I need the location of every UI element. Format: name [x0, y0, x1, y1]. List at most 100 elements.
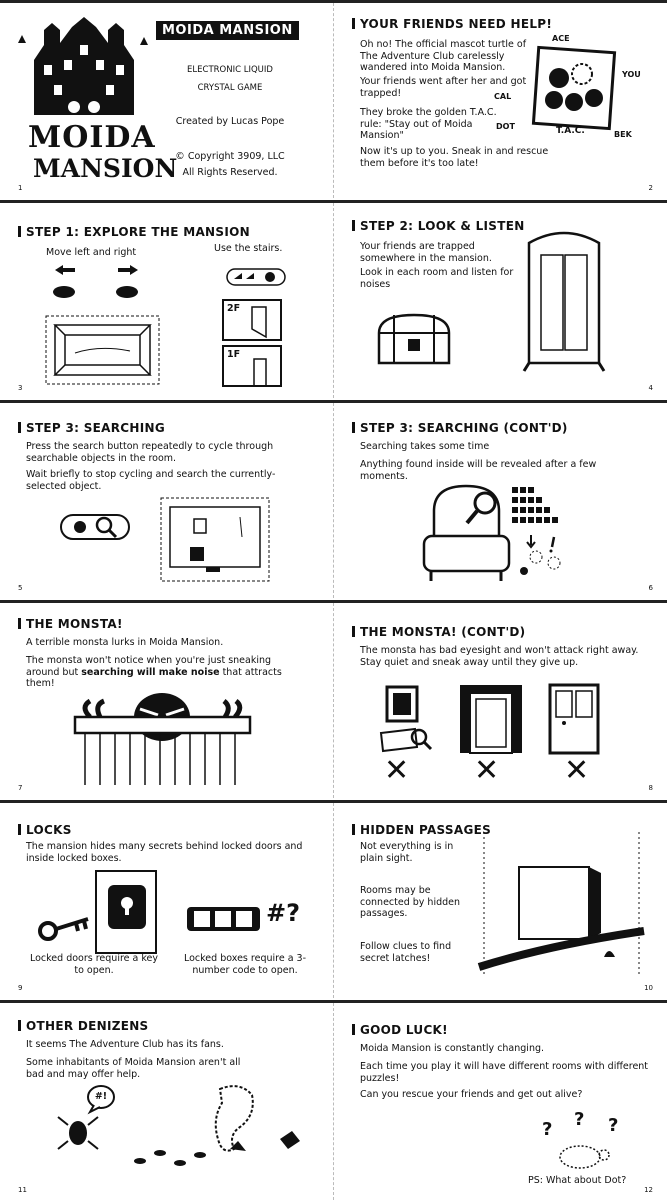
floor-label-2f: 2F	[227, 303, 241, 314]
page-5: STEP 3: SEARCHING Press the search butto…	[0, 403, 334, 598]
sheet-4: THE MONSTA! A terrible monsta lurks in M…	[0, 600, 667, 798]
friends-photo-icon	[531, 45, 617, 131]
caption-doors: Locked doors require a key to open.	[29, 953, 158, 976]
page-title: STEP 2: LOOK & LISTEN	[352, 219, 525, 233]
page-title: STEP 3: SEARCHING	[18, 421, 165, 435]
label-tac: T.A.C.	[556, 126, 585, 136]
label-dot: DOT	[496, 122, 515, 131]
locked-door-key-icon	[38, 870, 157, 954]
sheet-3: STEP 3: SEARCHING Press the search butto…	[0, 400, 667, 598]
paragraph-1: It seems The Adventure Club has its fans…	[26, 1039, 224, 1050]
page-title: HIDDEN PASSAGES	[352, 823, 491, 837]
page-number: 7	[18, 784, 23, 792]
speech-bubble-icon	[87, 1085, 115, 1115]
page-8: THE MONSTA! (CONT'D) The monsta has bad …	[334, 603, 667, 798]
sheet-6: OTHER DENIZENS It seems The Adventure Cl…	[0, 1000, 667, 1200]
bubble-text: #!	[94, 1091, 108, 1102]
stairs-button-icon	[226, 268, 286, 286]
page-10: HIDDEN PASSAGES Not everything is in pla…	[334, 803, 667, 998]
code-symbols: #?	[266, 899, 301, 927]
page-number: 12	[644, 1186, 653, 1194]
page-2: YOUR FRIENDS NEED HELP! Oh no! The offic…	[334, 3, 667, 198]
paragraph-2-c: that attracts them!	[26, 666, 282, 690]
paragraph-2: Look in each room and listen for noises	[360, 267, 514, 290]
painting-search-icon	[379, 685, 433, 753]
paragraph-1: Your friends are trapped somewhere in th…	[360, 241, 492, 264]
paragraph-2-a: The monsta won't notice when you're just…	[26, 655, 272, 678]
page-title: STEP 1: EXPLORE THE MANSION	[18, 225, 250, 239]
wardrobe-icon	[522, 231, 606, 372]
page-title: THE MONSTA! (CONT'D)	[352, 625, 525, 639]
sheet-2: STEP 1: EXPLORE THE MANSION Move left an…	[0, 200, 667, 398]
page-9: LOCKS The mansion hides many secrets beh…	[0, 803, 334, 998]
page-title: STEP 3: SEARCHING (CONT'D)	[352, 421, 568, 435]
x-mark-1: ✕	[384, 753, 410, 788]
arrow-right-icon	[118, 265, 138, 275]
logo-word-1: MOIDA	[28, 120, 156, 155]
page-title: THE MONSTA!	[18, 617, 123, 631]
subtitle-line-a: ELECTRONIC LIQUID	[187, 65, 273, 75]
page-3: STEP 1: EXPLORE THE MANSION Move left an…	[0, 203, 334, 398]
page-12: GOOD LUCK! Moida Mansion is constantly c…	[334, 1003, 667, 1200]
paragraph-2: Each time you play it will have differen…	[360, 1061, 649, 1084]
stairs-floors-icon	[222, 299, 282, 387]
paragraph-1: Not everything is in plain sight.	[360, 841, 454, 864]
credit-line: Created by Lucas Pope	[175, 116, 285, 127]
copyright-line: © Copyright 3909, LLC	[175, 151, 285, 162]
page-number: 8	[648, 784, 653, 792]
ghost-footprints-icon	[134, 1085, 300, 1166]
paragraph-2: The monsta won't notice when you're just…	[26, 655, 306, 690]
page-number: 5	[18, 584, 23, 592]
missing-turtle-icon	[559, 1145, 610, 1169]
page-number: 6	[648, 584, 653, 592]
page-number: 9	[18, 984, 23, 992]
armchair-icon	[422, 484, 511, 581]
search-button-icon	[60, 514, 130, 540]
page-number: 3	[18, 384, 23, 392]
page-7: THE MONSTA! A terrible monsta lurks in M…	[0, 603, 334, 798]
paragraph-3: Follow clues to find secret latches!	[360, 941, 452, 964]
paragraph-1: The monsta has bad eyesight and won't at…	[360, 645, 639, 668]
question-mark-2: ?	[574, 1109, 585, 1130]
code-box-icon	[187, 907, 260, 931]
paragraph-1: Moida Mansion is constantly changing.	[360, 1043, 545, 1054]
page-title: YOUR FRIENDS NEED HELP!	[352, 17, 552, 31]
open-door-icon	[460, 685, 522, 754]
paragraph-2: Rooms may be connected by hidden passage…	[360, 885, 461, 919]
label-you: YOU	[622, 70, 641, 79]
searchable-room-icon	[160, 497, 270, 582]
question-mark-3: ?	[608, 1115, 619, 1136]
paragraph-2-bold: searching will make noise	[81, 666, 220, 678]
page-title: OTHER DENIZENS	[18, 1019, 149, 1033]
paragraph-2: Wait briefly to stop cycling and search …	[26, 469, 276, 492]
logo-word-2: MANSION	[33, 154, 178, 183]
question-mark-1: ?	[542, 1119, 553, 1140]
sheet-1: MOIDA MANSION MOIDA MANSION ELECTRONIC L…	[0, 0, 667, 198]
game-title-box: MOIDA MANSION	[156, 21, 299, 40]
page-number: 4	[648, 384, 653, 392]
paragraph-2: Anything found inside will be revealed a…	[360, 459, 597, 482]
sheet-5: LOCKS The mansion hides many secrets beh…	[0, 800, 667, 998]
page-4: STEP 2: LOOK & LISTEN Your friends are t…	[334, 203, 667, 398]
paragraph-3: They broke the golden T.A.C. rule: "Stay…	[360, 107, 497, 141]
x-mark-3: ✕	[564, 753, 590, 788]
caption-stairs: Use the stairs.	[214, 243, 283, 254]
page-1-cover: MOIDA MANSION MOIDA MANSION ELECTRONIC L…	[0, 3, 334, 198]
closed-door-icon	[548, 683, 600, 755]
found-items-icon	[520, 535, 561, 575]
paragraph-1: Oh no! The official mascot turtle of The…	[360, 39, 527, 73]
page-6: STEP 3: SEARCHING (CONT'D) Searching tak…	[334, 403, 667, 598]
caption-move: Move left and right	[46, 247, 137, 258]
button-left-icon	[53, 286, 75, 298]
page-number: 11	[18, 1186, 27, 1194]
ps-note: PS: What about Dot?	[528, 1175, 627, 1186]
paragraph-2: Your friends went after her and got trap…	[360, 76, 527, 99]
arrow-left-icon	[55, 265, 75, 275]
progress-blocks-icon	[512, 487, 558, 523]
paragraph-1: The mansion hides many secrets behind lo…	[26, 841, 303, 864]
button-right-icon	[116, 286, 138, 298]
x-mark-2: ✕	[474, 753, 500, 788]
mansion-logo-icon	[18, 17, 148, 115]
label-cal: CAL	[494, 92, 512, 101]
rights-line: All Rights Reserved.	[182, 167, 278, 178]
